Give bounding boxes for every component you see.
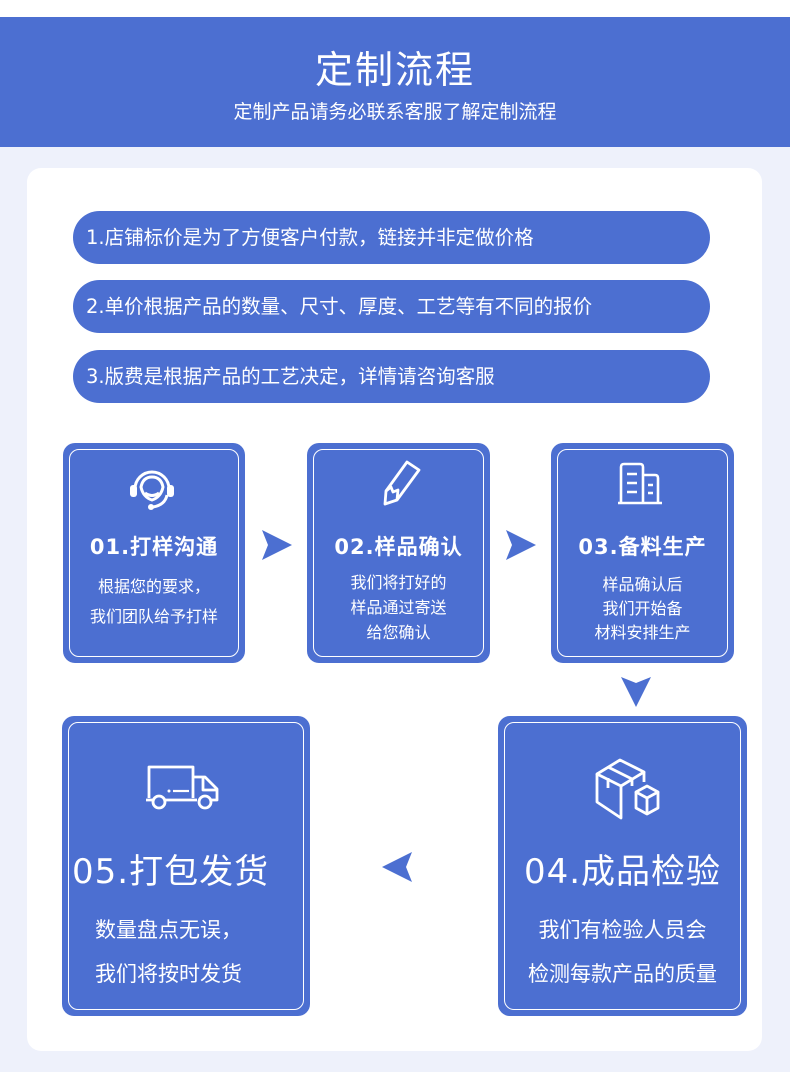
card-border xyxy=(68,722,304,1010)
step-title: 04.成品检验 xyxy=(523,852,722,892)
step-title: 02.样品确认 xyxy=(334,535,463,559)
step-desc-line: 我们团队给予打样 xyxy=(89,607,218,626)
step-desc-line: 我们将打好的 xyxy=(350,573,447,592)
page-subtitle: 定制产品请务必联系客服了解定制流程 xyxy=(233,101,557,123)
header-banner: 定制流程 定制产品请务必联系客服了解定制流程 xyxy=(0,17,790,147)
step-card-1: 01.打样沟通 根据您的要求， 我们团队给予打样 xyxy=(63,443,245,663)
step-desc-line: 我们有检验人员会 xyxy=(538,918,707,942)
truck-icon xyxy=(146,765,219,810)
step-desc-line: 根据您的要求， xyxy=(97,577,210,596)
headset-icon xyxy=(130,470,174,510)
arrow-right-icon xyxy=(506,530,536,560)
step-title: 03.备料生产 xyxy=(578,535,707,559)
arrow-down-icon xyxy=(621,677,651,707)
top-margin xyxy=(0,0,790,17)
notice-pill-3: 3.版费是根据产品的工艺决定，详情请咨询客服 xyxy=(73,350,710,403)
arrow-left-icon xyxy=(382,852,412,882)
step-desc-line: 样品通过寄送 xyxy=(350,598,447,617)
step-desc-line: 数量盘点无误， xyxy=(95,918,242,942)
step-desc-line: 材料安排生产 xyxy=(594,623,691,642)
step-card-4: 04.成品检验 我们有检验人员会 检测每款产品的质量 xyxy=(498,716,747,1016)
step-desc: 我们有检验人员会 检测每款产品的质量 xyxy=(498,908,747,996)
card-border xyxy=(313,449,484,657)
step-card-2: 02.样品确认 我们将打好的 样品通过寄送 给您确认 xyxy=(307,443,490,663)
step-desc-line: 样品确认后 xyxy=(602,575,683,594)
step-card-3: 03.备料生产 样品确认后 我们开始备 材料安排生产 xyxy=(551,443,734,663)
step-desc-line: 我们开始备 xyxy=(602,599,683,618)
step-desc: 样品确认后 我们开始备 材料安排生产 xyxy=(551,573,734,645)
notice-pill-2: 2.单价根据产品的数量、尺寸、厚度、工艺等有不同的报价 xyxy=(73,280,710,333)
notice-pill-1: 1.店铺标价是为了方便客户付款，链接并非定做价格 xyxy=(73,211,710,264)
step-title: 05.打包发货 xyxy=(72,852,270,892)
step-desc: 根据您的要求， 我们团队给予打样 xyxy=(63,574,245,629)
page-title: 定制流程 xyxy=(314,48,475,92)
card-border xyxy=(504,722,741,1010)
step-desc-line: 检测每款产品的质量 xyxy=(528,962,717,986)
step-desc: 数量盘点无误， 我们将按时发货 xyxy=(62,908,310,996)
step-desc-line: 我们将按时发货 xyxy=(95,962,242,986)
step-card-5: 05.打包发货 数量盘点无误， 我们将按时发货 xyxy=(62,716,310,1016)
buildings-icon xyxy=(618,462,662,505)
card-border xyxy=(557,449,728,657)
step-title: 01.打样沟通 xyxy=(89,535,219,559)
card-border xyxy=(69,449,239,657)
step-desc-line: 给您确认 xyxy=(366,623,431,642)
boxes-icon xyxy=(595,758,660,820)
arrow-right-icon xyxy=(262,530,292,560)
pencil-icon xyxy=(383,460,421,506)
step-desc: 我们将打好的 样品通过寄送 给您确认 xyxy=(307,570,490,645)
